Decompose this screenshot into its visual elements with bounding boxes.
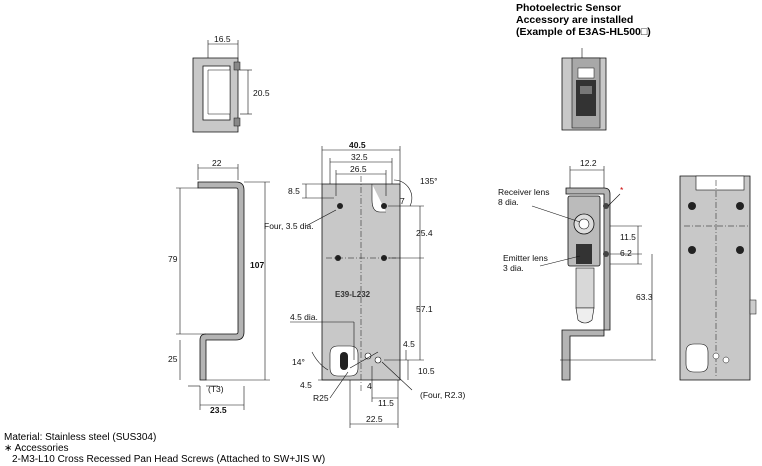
dim-top-width: 16.5 [214,34,231,44]
dim-front-angle14: 14° [292,357,305,367]
dim-front-115: 11.5 [378,398,394,408]
dim-front-fourR23: (Four, R2.3) [420,390,466,400]
dim-side-t3: (T3) [208,384,224,394]
header-line-3: (Example of E3AS-HL500□) [516,26,651,38]
dim-front-105: 10.5 [418,366,435,376]
dim-front-405: 40.5 [349,140,366,150]
dim-front-7: 7 [400,196,405,206]
dim-front-225: 22.5 [366,414,383,424]
dim-front-254: 25.4 [416,228,433,238]
label-star: * [620,185,624,195]
rear-view [679,175,757,381]
dim-side-25: 25 [168,354,178,364]
dim-front-571: 57.1 [416,304,433,314]
side-view: 22 79 107 25 (T3) 23.5 [168,158,270,415]
sensor-top-view [561,48,607,131]
dim-front-325: 32.5 [351,152,368,162]
dim-sensor-62: 6.2 [620,248,632,258]
dim-sensor-115: 11.5 [620,232,636,242]
dim-side-79: 79 [168,254,178,264]
note-accessories: ∗ Accessories [4,443,69,454]
sensor-side-view: 12.2 Receiver lens 8 dia. * 11.5 Emitter… [498,158,656,381]
dim-front-4: 4 [367,381,372,391]
dim-front-45r: 4.5 [403,339,415,349]
dim-front-45l: 4.5 [300,380,312,390]
dim-front-dia45: 4.5 dia. [290,312,318,322]
part-label: E39-L232 [335,290,371,299]
label-receiver: Receiver lens [498,187,550,197]
dim-front-85: 8.5 [288,186,300,196]
note-screws: 2-M3-L10 Cross Recessed Pan Head Screws … [12,454,325,465]
front-view: E39-L232 40.5 32.5 26.5 8.5 135° 7 Four, [264,140,466,428]
dim-sensor-633: 63.3 [636,292,653,302]
header-line-1: Photoelectric Sensor [516,2,621,14]
dim-side-top: 22 [212,158,222,168]
dim-sensor-122: 12.2 [580,158,597,168]
note-material: Material: Stainless steel (SUS304) [4,432,156,443]
dim-front-angle135: 135° [420,176,438,186]
dim-front-265: 26.5 [350,164,367,174]
label-emitter: Emitter lens [503,253,548,263]
dim-top-height: 20.5 [253,88,270,98]
label-receiver-dia: 8 dia. [498,197,519,207]
dim-side-bottom: 23.5 [210,405,227,415]
header-line-2: Accessory are installed [516,14,633,26]
top-view: 16.5 20.5 [192,34,270,133]
dim-side-107: 107 [250,260,264,270]
label-emitter-dia: 3 dia. [503,263,524,273]
dim-front-four35: Four, 3.5 dia. [264,221,314,231]
dim-front-r25: R25 [313,393,329,403]
